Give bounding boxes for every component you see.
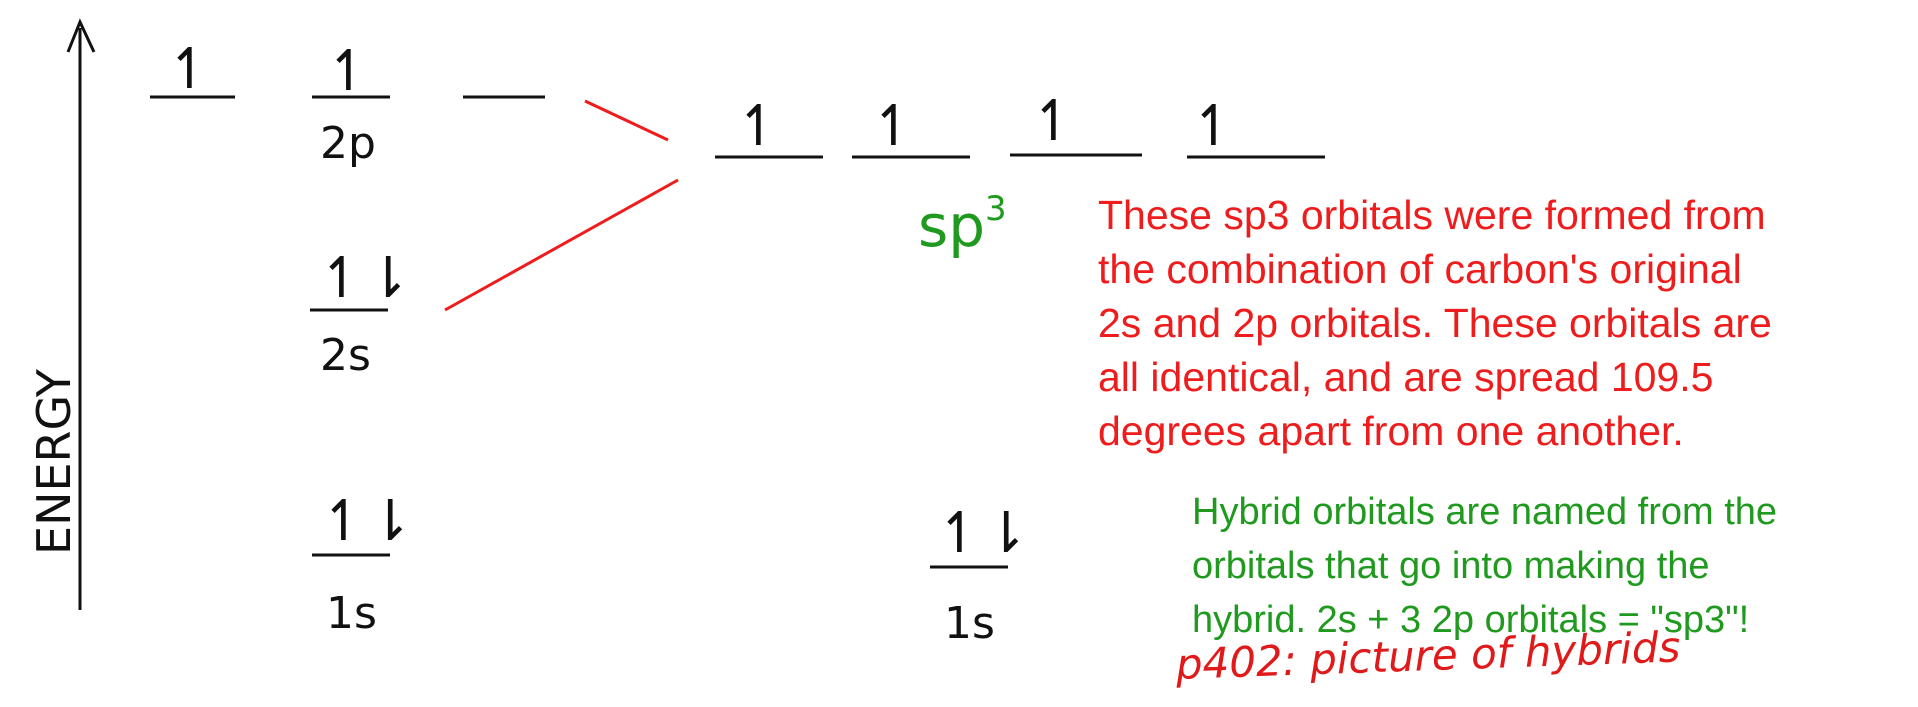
electron-pair-1s: ↿⇂ (320, 489, 414, 554)
hybrid-note-line: hybrid. 2s + 3 2p orbitals = "sp3"! (1192, 599, 1750, 641)
hybrid-orbital-label-1s: 1s (944, 598, 995, 649)
sp3-note-line: all identical, and are spread 109.5 (1098, 354, 1714, 400)
orbital-label-sp3: sp3 (918, 189, 1007, 260)
orbital-2s-group: ↿⇂ 2s (310, 246, 412, 381)
electron-sp3-2: ↿ (870, 94, 917, 159)
electron-sp3-3: ↿ (1030, 89, 1077, 154)
hybrid-note-line: Hybrid orbitals are named from the (1192, 491, 1778, 533)
axis-label: ENERGY (27, 368, 81, 555)
connector-from-2s (444, 178, 679, 312)
electron-sp3-4: ↿ (1190, 94, 1237, 159)
orbital-sp3-group: ↿ ↿ ↿ ↿ sp3 (715, 89, 1325, 260)
energy-axis: ENERGY (27, 18, 96, 610)
electron-sp3-1: ↿ (735, 94, 782, 159)
electron-2p-1: ↿ (166, 37, 213, 102)
orbital-2p-group: ↿ ↿ 2p (150, 37, 545, 169)
orbital-label-2p: 2p (320, 118, 376, 169)
hybrid-electron-pair-1s: ↿⇂ (936, 501, 1030, 566)
axis-arrow-icon (66, 18, 96, 53)
connector-from-2p (584, 99, 669, 142)
orbital-1s-group: ↿⇂ 1s (312, 489, 414, 639)
electron-2p-2: ↿ (325, 39, 372, 104)
hybridization-connectors (444, 99, 679, 312)
hybrid-naming-note: Hybrid orbitals are named from the orbit… (1192, 485, 1912, 647)
orbital-label-1s: 1s (326, 588, 377, 639)
hybrid-orbital-1s-group: ↿⇂ 1s (930, 501, 1030, 649)
hybrid-note-line: orbitals that go into making the (1192, 545, 1710, 587)
sp3-note-line: the combination of carbon's original (1098, 246, 1742, 292)
orbital-label-2s: 2s (320, 330, 371, 381)
sp3-note-line: degrees apart from one another. (1098, 408, 1684, 454)
sp3-explanation-note: These sp3 orbitals were formed from the … (1098, 188, 1898, 458)
sp3-note-line: These sp3 orbitals were formed from (1098, 192, 1766, 238)
electron-pair-2s: ↿⇂ (318, 246, 412, 311)
sp3-note-line: 2s and 2p orbitals. These orbitals are (1098, 300, 1772, 346)
